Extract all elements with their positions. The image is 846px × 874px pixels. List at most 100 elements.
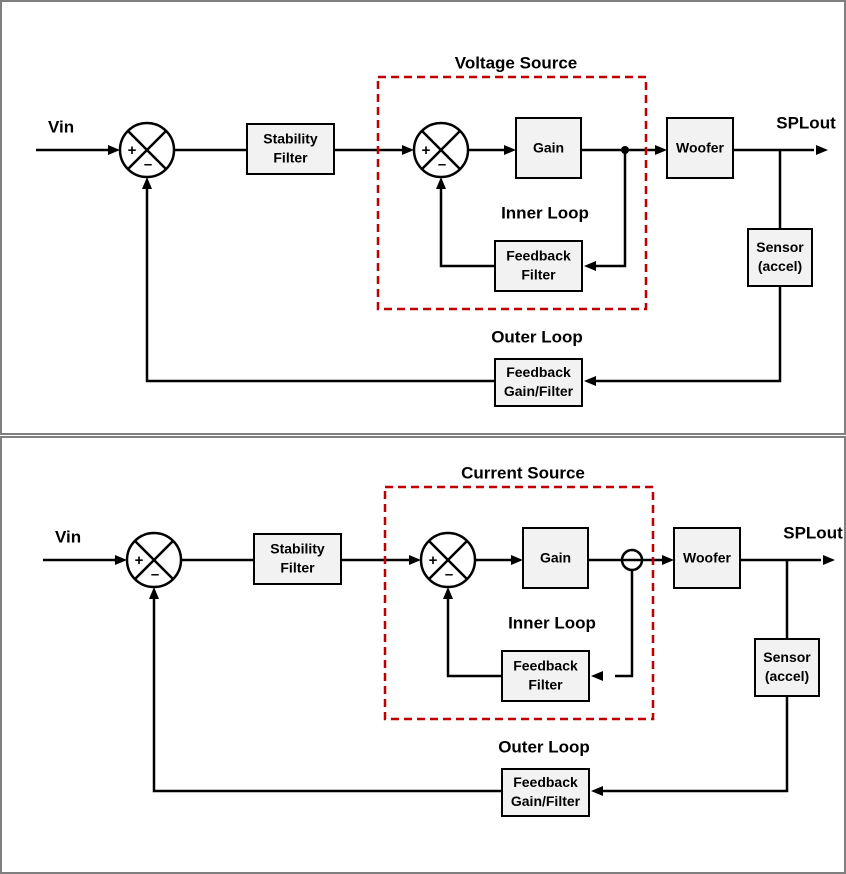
woofer-block-label: Woofer [683,550,732,566]
panel-voltage-source: Vin+–StabilityFilter+–GainFeedbackFilter… [36,53,836,407]
stability-filter-block-label-line2: Filter [273,150,308,166]
panel-frame-bottom [0,436,846,874]
sensor-block-label-line1: Sensor [756,239,804,255]
stability-filter-block-label-line1: Stability [263,131,318,147]
inner-sum-junction: +– [412,121,470,179]
sensor-block: Sensor (accel) [747,228,813,287]
outer-sum-junction: +– [125,531,183,589]
outer-sum-junction: +– [118,121,176,179]
stability-filter-block-label-line1: Stability [270,541,325,557]
output-label-splout: SPLout [783,523,843,542]
outer-feedback-gain-filter-block-label-line2: Gain/Filter [511,793,581,809]
gain-block: Gain [515,117,582,179]
inner-sum-junction-minus-sign: – [438,156,446,173]
woofer-input-arrow [655,145,667,155]
outer-sum-junction-plus-sign: + [135,552,144,569]
outer-loop-label: Outer Loop [491,327,583,346]
sensor-block-label-line1: Sensor [763,649,811,665]
sensor-block-label-line2: (accel) [758,258,802,274]
stability-filter-block-label-line2: Filter [280,560,315,576]
panel-frame-top [0,0,846,435]
outer-feedback-gain-filter-block-box [494,358,583,407]
outer-sum-junction-cross-b [127,130,167,170]
source-label: Current Source [461,463,585,482]
inner-sum-junction-cross-b [428,540,468,580]
outer-feedback-gain-filter-block-label-line1: Feedback [506,364,571,380]
gain-block-label: Gain [540,550,571,566]
inner-feedback-arrow [591,671,603,681]
inner-feedback-filter-block-box [494,240,583,292]
outer-feedback-arrow [591,786,603,796]
source-label: Voltage Source [455,53,578,72]
outer-sum-junction-minus-sign: – [151,566,159,583]
input-arrow [108,145,120,155]
inner-sum-junction-plus-sign: + [422,142,431,159]
woofer-block-box [673,527,741,589]
woofer-block: Woofer [666,117,734,179]
source-boundary-dashed-box [376,75,648,311]
outer-feedback-gain-filter-block-label-line2: Gain/Filter [504,383,574,399]
gain-input-arrow [511,555,523,565]
inner-feedback-filter-block-label-line2: Filter [528,677,563,693]
inner-feedback-path [615,570,634,678]
inner-feedback-filter-block-label-line2: Filter [521,267,556,283]
sensor-block: Sensor (accel) [754,638,820,697]
inner-sum-junction-plus-sign: + [429,552,438,569]
gain-block-box [515,117,582,179]
outer-loop-label: Outer Loop [498,737,590,756]
input-label-vin: Vin [48,117,74,136]
input-label-vin: Vin [55,527,81,546]
inner-feedback-filter-block-label-line1: Feedback [513,658,578,674]
inner-feedback-filter-block-label-line1: Feedback [506,248,571,264]
panel-current-source: Vin+–StabilityFilter+–GainFeedbackFilter… [43,463,843,817]
outer-feedback-path [603,696,789,793]
inner-feedback-path [596,150,627,268]
gain-input-arrow [504,145,516,155]
inner-sum-feedback-arrow [436,177,446,189]
outer-feedback-path [596,286,782,383]
output-arrow [823,555,835,565]
inner-sum-junction: +– [419,531,477,589]
gain-block-label: Gain [533,140,564,156]
source-boundary-dashed-box [383,485,655,721]
outer-sum-junction-cross-b [134,540,174,580]
outer-feedback-arrow [584,376,596,386]
wire-outer-feedback-to-sum [145,189,495,383]
woofer-block-box [666,117,734,179]
outer-feedback-gain-filter-block-label-line1: Feedback [513,774,578,790]
inner-sum-feedback-arrow [443,587,453,599]
stability-filter-block-box [253,533,342,585]
inner-sum-input-arrow [409,555,421,565]
woofer-block: Woofer [673,527,741,589]
inner-sum-junction-minus-sign: – [445,566,453,583]
output-arrow [816,145,828,155]
sensor-block-label-line2: (accel) [765,668,809,684]
wire-outer-feedback-to-sum [152,599,502,793]
inner-sum-junction-cross-b [421,130,461,170]
wire-inner-feedback-to-sum [439,189,495,268]
outer-sum-junction-plus-sign: + [128,142,137,159]
outer-sum-junction-minus-sign: – [144,156,152,173]
woofer-input-arrow [662,555,674,565]
woofer-block-label: Woofer [676,140,725,156]
inner-feedback-arrow [584,261,596,271]
wire-inner-feedback-to-sum [446,599,502,678]
inner-loop-label: Inner Loop [508,613,596,632]
outer-sum-feedback-arrow [149,587,159,599]
input-arrow [115,555,127,565]
outer-feedback-gain-filter-block-box [501,768,590,817]
inner-sum-input-arrow [402,145,414,155]
inner-loop-label: Inner Loop [501,203,589,222]
outer-sum-feedback-arrow [142,177,152,189]
inner-feedback-filter-block-box [501,650,590,702]
gain-block-box [522,527,589,589]
output-label-splout: SPLout [776,113,836,132]
gain-block: Gain [522,527,589,589]
